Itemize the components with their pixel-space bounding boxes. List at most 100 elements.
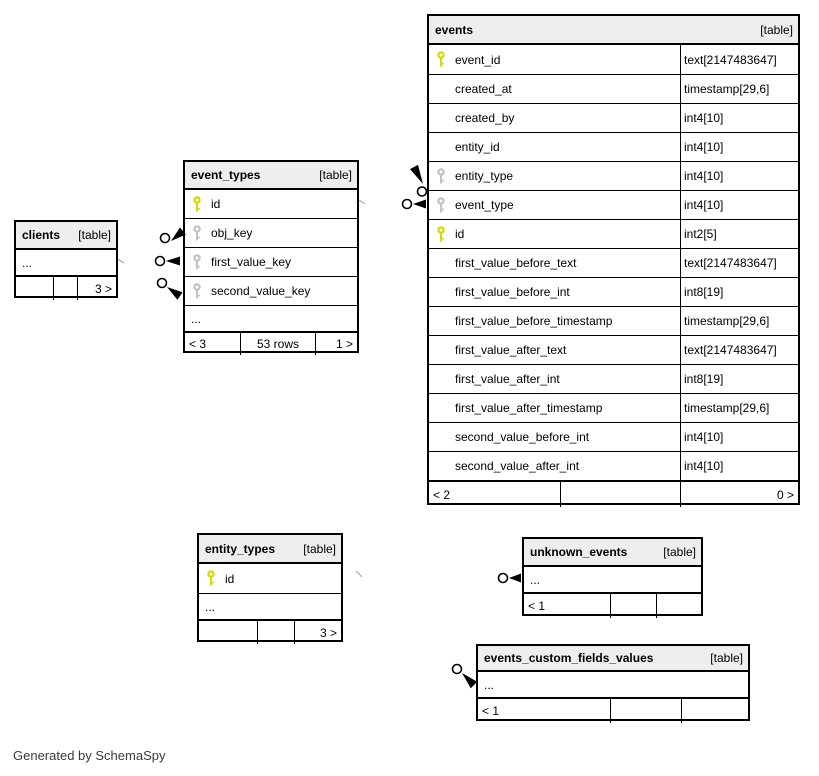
table-footer: 3 > (199, 619, 341, 644)
column-row[interactable]: created_by int4[10] (429, 103, 798, 132)
column-row[interactable]: first_value_before_int int8[19] (429, 277, 798, 306)
column-type: text[2147483647] (680, 45, 798, 74)
table-tag: [table] (78, 228, 111, 242)
footer-left (199, 621, 257, 644)
column-type: int8[19] (680, 278, 798, 306)
circle-arrow-icon (401, 198, 426, 210)
column-row[interactable]: first_value_after_int int8[19] (429, 364, 798, 393)
column-name: entity_type (455, 169, 514, 183)
footer-right: 0 > (680, 482, 798, 507)
foreign-key-icon (436, 167, 446, 185)
table-events-custom-fields-values-header[interactable]: events_custom_fields_values [table] (478, 646, 748, 672)
footer-left (16, 277, 53, 300)
column-row[interactable]: first_value_after_text text[2147483647] (429, 335, 798, 364)
column-row[interactable]: first_value_before_timestamp timestamp[2… (429, 306, 798, 335)
table-footer: < 2 0 > (429, 480, 798, 507)
column-row[interactable]: second_value_before_int int4[10] (429, 422, 798, 451)
column-type: int4[10] (680, 133, 798, 161)
column-row[interactable]: id (199, 564, 341, 593)
column-type: int4[10] (680, 423, 798, 451)
table-unknown-events: unknown_events [table] ... < 1 (522, 537, 703, 618)
table-tag: [table] (663, 545, 696, 559)
column-row[interactable]: entity_type int4[10] (429, 161, 798, 190)
column-name: second_value_before_int (455, 430, 590, 444)
foreign-key-icon (192, 224, 202, 242)
footer-right: 1 > (315, 333, 357, 355)
table-footer: < 1 (524, 592, 701, 618)
column-name: first_value_before_text (455, 256, 577, 270)
generated-by-note: Generated by SchemaSpy (13, 748, 166, 763)
table-tag: [table] (303, 541, 336, 556)
footer-right: 3 > (294, 621, 341, 644)
relationship-line-stub (117, 258, 125, 264)
column-type: timestamp[29,6] (680, 307, 798, 335)
column-name: id (225, 571, 235, 586)
column-type: int4[10] (680, 104, 798, 132)
relationship-line-stub (358, 199, 366, 205)
footer-left: < 3 (189, 337, 207, 351)
footer-center (53, 277, 77, 300)
column-row[interactable]: event_id text[2147483647] (429, 45, 798, 74)
table-title: events_custom_fields_values (484, 651, 654, 665)
column-row[interactable]: id int2[5] (429, 219, 798, 248)
table-event-types-header[interactable]: event_types [table] (185, 162, 357, 190)
foreign-key-icon (192, 253, 202, 271)
column-row[interactable]: second_value_after_int int4[10] (429, 451, 798, 480)
table-footer: < 1 (478, 697, 748, 723)
table-title: entity_types (205, 541, 276, 556)
column-row[interactable]: first_value_before_text text[2147483647] (429, 248, 798, 277)
table-event-types: event_types [table] id obj_key first_val… (183, 160, 359, 355)
footer-left: < 2 (433, 487, 451, 502)
column-type: int2[5] (680, 220, 798, 248)
column-name: event_id (455, 52, 501, 67)
column-type: timestamp[29,6] (680, 394, 798, 422)
column-type: int4[10] (680, 162, 798, 190)
table-tag: [table] (710, 651, 743, 665)
column-type: int4[10] (680, 452, 798, 480)
primary-key-icon (436, 225, 446, 243)
column-type: timestamp[29,6] (680, 75, 798, 103)
column-name: first_value_key (211, 255, 292, 269)
table-entity-types-header[interactable]: entity_types [table] (199, 535, 341, 564)
column-type: text[2147483647] (680, 249, 798, 277)
hidden-columns-ellipsis: ... (484, 677, 495, 692)
table-title: unknown_events (530, 545, 628, 559)
column-row[interactable]: created_at timestamp[29,6] (429, 74, 798, 103)
table-tag: [table] (760, 22, 793, 37)
column-row[interactable]: second_value_key (185, 276, 357, 305)
hidden-columns-ellipsis: ... (22, 255, 33, 270)
footer-right (656, 594, 701, 618)
circle-arrow-icon (451, 663, 478, 689)
table-events-header[interactable]: events [table] (429, 16, 798, 45)
column-row[interactable]: entity_id int4[10] (429, 132, 798, 161)
column-type: int8[19] (680, 365, 798, 393)
column-row[interactable]: id (185, 190, 357, 218)
circle-arrow-icon (154, 255, 180, 267)
table-entity-types: entity_types [table] id ... 3 > (197, 533, 343, 644)
table-unknown-events-header[interactable]: unknown_events [table] (524, 539, 701, 567)
footer-center (560, 482, 680, 507)
column-row[interactable]: first_value_key (185, 247, 357, 276)
table-events-custom-fields-values: events_custom_fields_values [table] ... … (476, 644, 750, 723)
column-row[interactable]: event_type int4[10] (429, 190, 798, 219)
table-footer: 3 > (16, 275, 116, 300)
primary-key-icon (436, 51, 446, 68)
relationship-line-stub (355, 570, 363, 578)
column-row[interactable]: first_value_after_timestamp timestamp[29… (429, 393, 798, 422)
column-name: obj_key (211, 226, 253, 240)
column-type: text[2147483647] (680, 336, 798, 364)
foreign-key-icon (192, 282, 202, 300)
footer-center (610, 594, 656, 618)
column-name: id (455, 227, 465, 241)
column-type: int4[10] (680, 191, 798, 219)
circle-arrow-icon (497, 572, 521, 584)
column-name: first_value_before_int (455, 285, 570, 299)
table-tag: [table] (319, 168, 352, 182)
footer-left: < 1 (482, 704, 500, 718)
column-row[interactable]: obj_key (185, 218, 357, 247)
table-clients-header[interactable]: clients [table] (16, 222, 116, 250)
column-name: event_type (455, 198, 514, 212)
hidden-columns-ellipsis: ... (185, 305, 357, 331)
column-name: first_value_after_text (455, 343, 567, 357)
table-title: events (435, 22, 474, 37)
